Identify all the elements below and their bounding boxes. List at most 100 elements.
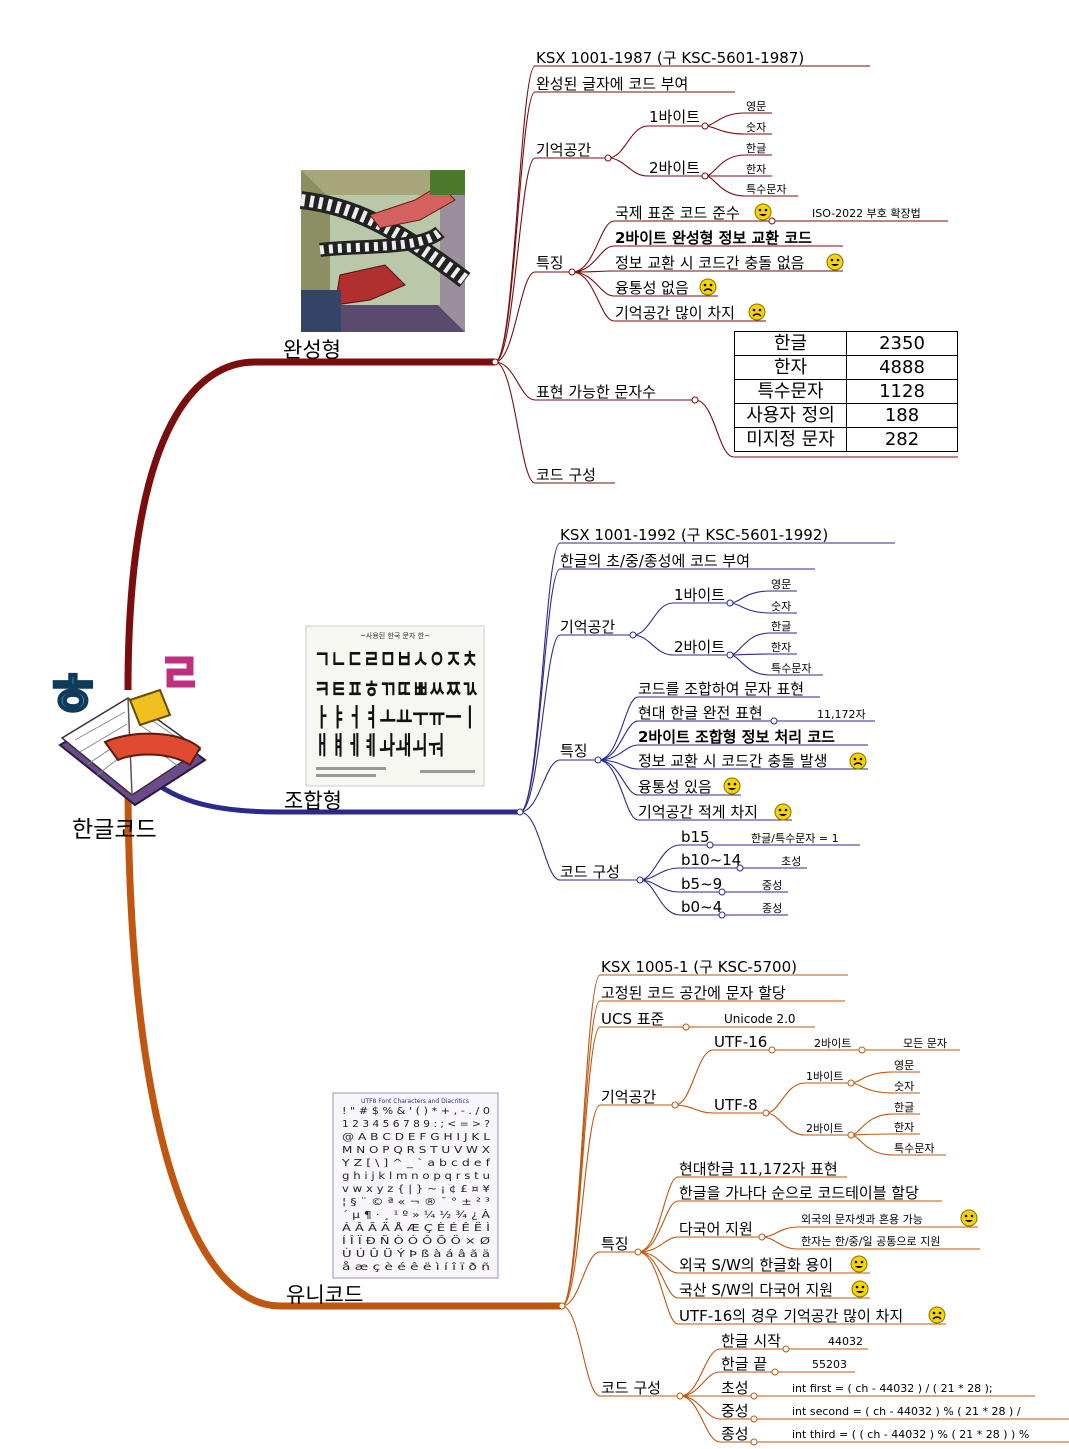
table-cell: 미지정 문자 bbox=[734, 427, 847, 452]
node-ucsnote: Unicode 2.0 bbox=[724, 1012, 796, 1026]
svg-text:´ µ ¶ · ¸ ¹ º » ¼ ½ ¾ ¿ À: ´ µ ¶ · ¸ ¹ º » ¼ ½ ¾ ¿ À bbox=[342, 1208, 490, 1221]
node-f2: 2바이트 완성형 정보 교환 코드 bbox=[615, 229, 812, 247]
svg-text:¦ § ¨ © ª « ¬ ® ¯ ° ± ² ³: ¦ § ¨ © ª « ¬ ® ¯ ° ± ² ³ bbox=[342, 1197, 490, 1208]
node-c2note: 초성 bbox=[781, 855, 801, 868]
node-desc: 완성된 글자에 코드 부여 bbox=[536, 75, 688, 93]
sad-face-icon bbox=[699, 278, 717, 296]
node-c1: b15 bbox=[681, 828, 710, 846]
unicode-labels: 유니코드 KSX 1005-1 (구 KSC-5700) 고정된 코드 공간에 … bbox=[286, 958, 1029, 1443]
node-feature: 특징 bbox=[536, 254, 564, 272]
node-f3: 정보 교환 시 코드간 충돌 없음 bbox=[615, 254, 804, 272]
node-k5v: int third = ( ( ch - 44032 ) % ( 21 * 28… bbox=[792, 1428, 1029, 1441]
table-cell: 특수문자 bbox=[734, 379, 847, 404]
node-b2a: 한글 bbox=[746, 142, 766, 155]
node-ucs: UCS 표준 bbox=[601, 1010, 665, 1028]
svg-text:v w x y z { | } ~ ¡ ¢ £ ¤ ¥: v w x y z { | } ~ ¡ ¢ £ ¤ ¥ bbox=[342, 1184, 490, 1195]
node-f4: 융통성 없음 bbox=[615, 279, 689, 297]
svg-text:1 2 3 4 5 6 7 8 9 : ; < = > ?: 1 2 3 4 5 6 7 8 9 : ; < = > ? bbox=[342, 1119, 490, 1130]
node-k1v: 44032 bbox=[828, 1335, 863, 1348]
branch-label-combination: 조합형 bbox=[284, 789, 342, 813]
node-memory: 기억공간 bbox=[536, 141, 591, 159]
svg-text:Á Â Ã Ä Å Æ Ç È É Ê Ë Ì: Á Â Ã Ä Å Æ Ç È É Ê Ë Ì bbox=[342, 1221, 490, 1234]
node-k2: 한글 끝 bbox=[721, 1355, 767, 1373]
node-f3b: 한자는 한/중/일 공통으로 지원 bbox=[801, 1234, 940, 1248]
svg-text:M N O P Q R S T U V W X: M N O P Q R S T U V W X bbox=[342, 1145, 490, 1156]
node-u8b2: 2바이트 bbox=[806, 1122, 843, 1135]
node-k3: 초성 bbox=[721, 1379, 749, 1397]
node-memory: 기억공간 bbox=[601, 1088, 656, 1106]
jamo-row-4: ㅐㅒㅔㅖㅘㅙㅚㅝ bbox=[314, 731, 444, 760]
node-code: 코드 구성 bbox=[536, 466, 596, 484]
sad-face-icon bbox=[849, 752, 867, 770]
node-f3: 2바이트 조합형 정보 처리 코드 bbox=[638, 728, 835, 746]
happy-face-icon bbox=[826, 253, 844, 271]
node-k2v: 55203 bbox=[812, 1358, 847, 1371]
node-b2b: 한자 bbox=[771, 641, 791, 654]
table-row: 한글 2350 bbox=[734, 331, 958, 356]
sad-face-icon bbox=[748, 303, 766, 321]
table-row: 미지정 문자 282 bbox=[734, 427, 958, 452]
node-b1b: 숫자 bbox=[771, 600, 791, 613]
svg-text:Y Z [ \ ] ^ _ ` a b c d e f: Y Z [ \ ] ^ _ ` a b c d e f bbox=[341, 1157, 491, 1169]
node-std: KSX 1001-1987 (구 KSC-5601-1987) bbox=[536, 49, 804, 67]
table-row: 특수문자 1128 bbox=[734, 379, 958, 404]
node-std: KSX 1005-1 (구 KSC-5700) bbox=[601, 958, 797, 976]
node-byte2: 2바이트 bbox=[649, 159, 700, 177]
node-desc: 고정된 코드 공간에 문자 할당 bbox=[601, 984, 786, 1002]
node-byte1: 1바이트 bbox=[674, 586, 725, 604]
table-cell: 한글 bbox=[734, 331, 847, 356]
node-u8b2c: 특수문자 bbox=[894, 1142, 934, 1155]
node-count: 표현 가능한 문자수 bbox=[536, 383, 656, 401]
node-byte2: 2바이트 bbox=[674, 638, 725, 656]
node-c3note: 중성 bbox=[762, 879, 782, 892]
node-u8b1: 1바이트 bbox=[806, 1070, 843, 1083]
jamo-row-2: ㅋㅌㅍㅎㄲㄸㅃㅆㅉㄳ bbox=[314, 675, 478, 704]
svg-text:ㅎ: ㅎ bbox=[45, 661, 100, 731]
node-f6: 기억공간 적게 차지 bbox=[638, 803, 758, 821]
root-book-clipart: ㅎ bbox=[44, 656, 207, 807]
node-c1note: 한글/특수문자 = 1 bbox=[751, 832, 839, 845]
node-feature: 특징 bbox=[560, 742, 588, 760]
svg-text:! " # $ % & ' ( ) * + , - . /: ! " # $ % & ' ( ) * + , - . / 0 bbox=[342, 1106, 490, 1117]
node-f4: 정보 교환 시 코드간 충돌 발생 bbox=[638, 752, 827, 770]
branch-complete-line bbox=[124, 358, 495, 691]
node-c4: b0~4 bbox=[681, 898, 722, 916]
node-f1: 국제 표준 코드 준수 bbox=[615, 204, 740, 222]
node-k5: 종성 bbox=[721, 1425, 749, 1443]
node-c2: b10~14 bbox=[681, 851, 741, 869]
happy-face-icon bbox=[851, 1280, 869, 1298]
jamo-row-3: ㅏㅑㅓㅕㅗㅛㅜㅠㅡㅣ bbox=[314, 703, 478, 732]
node-u8b2b: 한자 bbox=[894, 1121, 914, 1134]
node-b1b: 숫자 bbox=[746, 121, 766, 134]
svg-text:Í Î Ï Ð Ñ Ò Ó Ô Õ Ö × Ø: Í Î Ï Ð Ñ Ò Ó Ô Õ Ö × Ø bbox=[342, 1234, 490, 1247]
table-row: 사용자 정의 188 bbox=[734, 403, 958, 428]
root-label: 한글코드 bbox=[72, 817, 157, 843]
node-f5: 국산 S/W의 다국어 지원 bbox=[679, 1281, 833, 1299]
svg-text:@ A B C D E F G H I J K L: @ A B C D E F G H I J K L bbox=[342, 1132, 491, 1143]
unicode-subtree bbox=[561, 974, 1069, 1443]
node-desc: 한글의 초/중/종성에 코드 부여 bbox=[560, 552, 750, 570]
node-b2b: 한자 bbox=[746, 163, 766, 176]
table-cell: 4888 bbox=[846, 355, 958, 380]
branch-unicode-line bbox=[124, 779, 562, 1310]
node-std: KSX 1001-1992 (구 KSC-5601-1992) bbox=[560, 526, 828, 544]
node-byte1: 1바이트 bbox=[649, 108, 700, 126]
node-c3: b5~9 bbox=[681, 875, 722, 893]
utf8-chart-title: UTF8 Font Characters and Diacritics bbox=[361, 1098, 469, 1105]
node-b1a: 영문 bbox=[746, 100, 766, 113]
node-k3v: int first = ( ch - 44032 ) / ( 21 * 28 )… bbox=[792, 1382, 993, 1395]
node-k4: 중성 bbox=[721, 1402, 749, 1420]
node-utf16c: 모든 문자 bbox=[903, 1037, 947, 1050]
svg-text:å æ ç è é ê ë ì í î ï ð ñ: å æ ç è é ê ë ì í î ï ð ñ bbox=[342, 1260, 490, 1273]
node-f2: 한글을 가나다 순으로 코드테이블 할당 bbox=[679, 1184, 919, 1202]
branch-label-complete: 완성형 bbox=[283, 338, 341, 362]
node-k4v: int second = ( ch - 44032 ) % ( 21 * 28 … bbox=[792, 1405, 1021, 1418]
table-cell: 1128 bbox=[846, 379, 958, 404]
table-cell: 188 bbox=[846, 403, 958, 428]
complete-labels: 완성형 KSX 1001-1987 (구 KSC-5601-1987) 완성된 … bbox=[283, 49, 921, 484]
table-row: 한자 4888 bbox=[734, 355, 958, 380]
node-f3: 다국어 지원 bbox=[679, 1220, 753, 1238]
node-feature: 특징 bbox=[601, 1235, 629, 1253]
jamo-chart-title: ~사용된 한국 문자 한~ bbox=[360, 631, 430, 640]
char-count-table: 한글 2350 한자 4888 특수문자 1128 사용자 정의 188 미지정… bbox=[734, 331, 958, 452]
